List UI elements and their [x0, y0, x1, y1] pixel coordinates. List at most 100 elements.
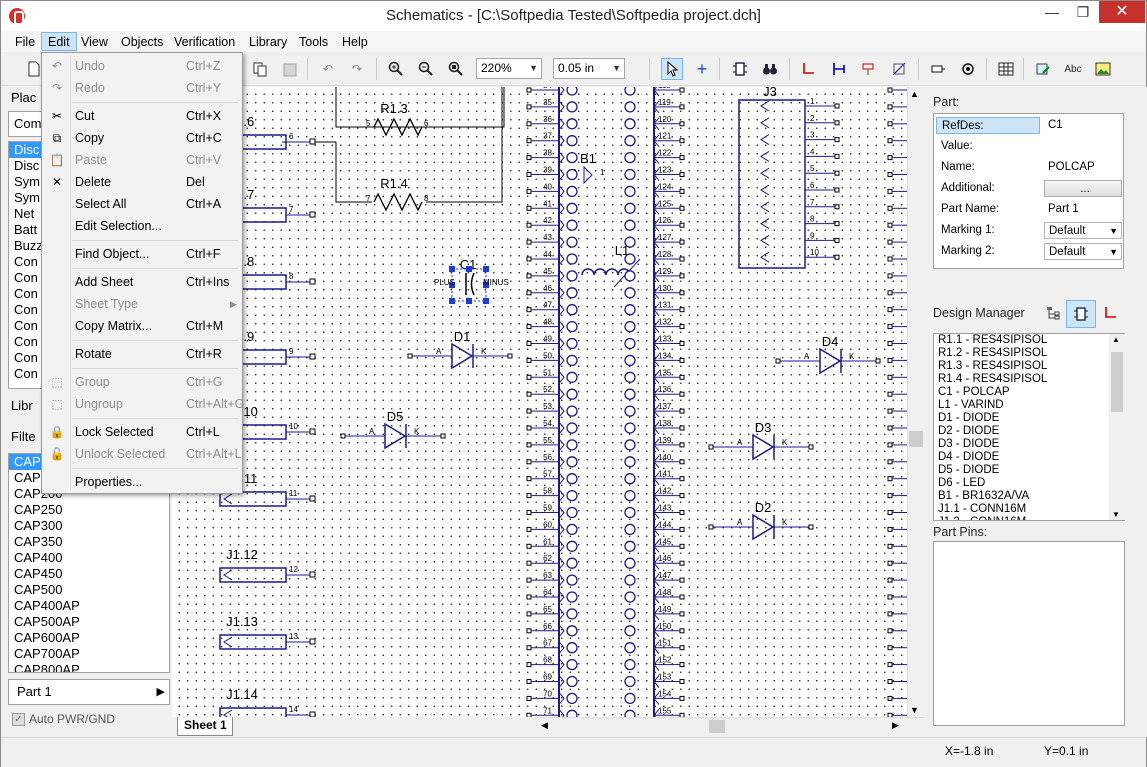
menu-item-edit-selection[interactable]: Edit Selection...	[44, 215, 240, 237]
dm-scroll-thumb[interactable]	[1111, 352, 1123, 412]
part-item[interactable]: CAP450	[14, 566, 63, 581]
design-item[interactable]: D1 - DIODE	[938, 412, 1000, 424]
category-item[interactable]: Batt	[14, 222, 38, 237]
design-item[interactable]: B1 - BR1632A/VA	[938, 490, 1030, 502]
category-item[interactable]: Con	[14, 334, 38, 349]
minimize-button[interactable]: —	[1045, 4, 1059, 20]
zoom-fit-icon[interactable]	[445, 58, 467, 80]
property-value[interactable]: C1	[1048, 119, 1063, 131]
menu-library[interactable]: Library	[249, 35, 288, 49]
design-item[interactable]: D4 - DIODE	[938, 451, 1000, 463]
part-item[interactable]: CAP300	[14, 518, 63, 533]
design-item[interactable]: J1.2 - CONN16M	[934, 516, 1124, 520]
category-item[interactable]: Con	[14, 254, 38, 269]
design-item[interactable]: R1.4 - RES4SIPISOL	[938, 373, 1048, 385]
restore-button[interactable]: ❐	[1076, 4, 1090, 20]
category-item[interactable]: Net	[14, 206, 35, 221]
scroll-left-icon[interactable]: ◀	[541, 720, 548, 730]
hscroll-thumb[interactable]	[709, 720, 725, 733]
scroll-up-icon[interactable]: ▲	[1112, 335, 1120, 344]
vertical-scrollbar[interactable]: ▲ ▼	[907, 87, 924, 717]
hierarchy-icon[interactable]	[1042, 302, 1064, 324]
property-value[interactable]: Default▼	[1044, 243, 1122, 260]
design-item[interactable]: R1.2 - RES4SIPISOL	[938, 347, 1048, 359]
part-item[interactable]: CAP700AP	[14, 646, 80, 661]
image-tool-icon[interactable]	[1092, 58, 1114, 80]
text-tool-icon[interactable]: Abc	[1064, 63, 1082, 75]
property-value[interactable]: POLCAP	[1048, 161, 1095, 173]
property-value[interactable]: Default▼	[1044, 222, 1122, 239]
part-item[interactable]: CAP600AP	[14, 630, 80, 645]
close-button[interactable]: ✕	[1099, 1, 1145, 23]
design-item[interactable]: D2 - DIODE	[938, 425, 1000, 437]
category-item[interactable]: Con	[14, 302, 38, 317]
zoom-in-icon[interactable]	[385, 58, 407, 80]
menu-item-properties[interactable]: Properties...	[44, 471, 240, 493]
part-item[interactable]: CAP500AP	[14, 614, 80, 629]
category-item[interactable]: Con	[14, 350, 38, 365]
paste-toolbar-icon[interactable]	[279, 58, 301, 80]
component-tool-icon[interactable]	[729, 58, 751, 80]
edit-tool-icon[interactable]	[1032, 58, 1054, 80]
menu-objects[interactable]: Objects	[121, 35, 164, 49]
net-port-icon[interactable]	[858, 58, 880, 80]
new-file-icon[interactable]	[23, 58, 45, 80]
menu-tools[interactable]: Tools	[299, 35, 329, 49]
design-item[interactable]: C1 - POLCAP	[938, 386, 1010, 398]
scroll-down-icon[interactable]: ▼	[1112, 510, 1120, 519]
design-item[interactable]: R1.1 - RES4SIPISOL	[938, 334, 1048, 346]
part-item[interactable]: CAP800AP	[14, 662, 80, 673]
design-item[interactable]: R1.3 - RES4SIPISOL	[938, 360, 1048, 372]
category-item[interactable]: Disc	[14, 158, 40, 173]
scroll-thumb[interactable]	[909, 431, 923, 447]
bus-entry-icon[interactable]	[888, 58, 910, 80]
scroll-up-icon[interactable]: ▲	[910, 89, 919, 99]
sheet-tab[interactable]: Sheet 1	[177, 717, 233, 736]
binoculars-icon[interactable]	[759, 58, 781, 80]
dm-components-icon[interactable]	[1066, 300, 1096, 328]
design-item[interactable]: D3 - DIODE	[938, 438, 1000, 450]
crosshair-tool-icon[interactable]: +	[696, 58, 708, 79]
copy-toolbar-icon[interactable]	[249, 58, 271, 80]
pin-tool-icon[interactable]	[927, 58, 949, 80]
dm-nets-icon[interactable]	[1100, 302, 1122, 324]
design-item[interactable]: D5 - DIODE	[938, 464, 1000, 476]
redo-toolbar-icon[interactable]: ↷	[351, 62, 363, 76]
schematic-canvas[interactable]: R1.356R1.478J1.66J1.77J1.88J1.99J1.1010J…	[172, 87, 907, 717]
category-item[interactable]: Con	[14, 286, 38, 301]
design-item[interactable]: L1 - VARIND	[938, 399, 1004, 411]
design-item[interactable]: D6 - LED	[938, 477, 986, 489]
property-value[interactable]	[1044, 138, 1122, 155]
design-item[interactable]: J1.1 - CONN16M	[938, 503, 1027, 515]
menu-item-copy-matrix[interactable]: Copy Matrix...Ctrl+M	[44, 315, 240, 337]
menu-file[interactable]: File	[15, 35, 36, 49]
zoom-out-icon[interactable]	[415, 58, 437, 80]
zoom-select[interactable]: 220%▼	[476, 58, 542, 79]
property-value[interactable]: Part 1	[1048, 203, 1079, 215]
menu-view[interactable]: View	[81, 35, 108, 49]
property-value[interactable]: ...	[1044, 180, 1122, 197]
pointer-tool-icon[interactable]	[661, 58, 683, 80]
part-pins-list[interactable]	[933, 541, 1125, 726]
menu-help[interactable]: Help	[342, 35, 368, 49]
dm-scrollbar[interactable]: ▲ ▼	[1109, 334, 1125, 520]
menu-item-find-object[interactable]: Find Object...Ctrl+F	[44, 243, 240, 265]
scroll-down-icon[interactable]: ▼	[910, 705, 919, 715]
grid-select[interactable]: 0.05 in▼	[553, 58, 625, 79]
part-item[interactable]: CAP400	[14, 550, 63, 565]
category-item[interactable]: Sym	[14, 174, 40, 189]
undo-toolbar-icon[interactable]: ↶	[322, 62, 334, 76]
scroll-right-icon[interactable]: ▶	[892, 720, 899, 730]
